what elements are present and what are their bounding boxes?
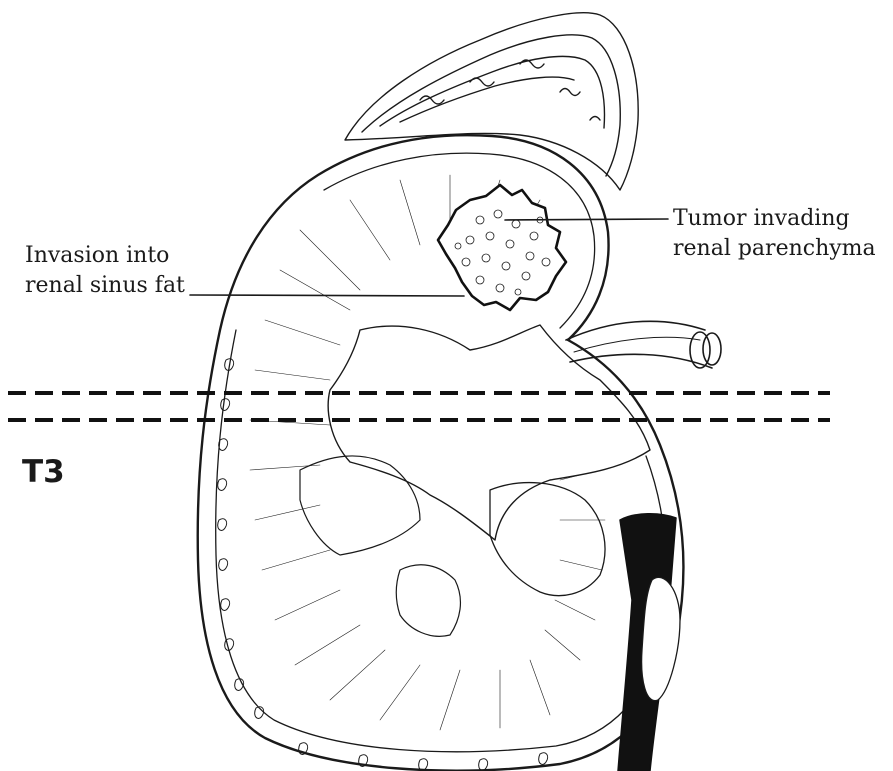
tumor-label-line1: Tumor invading [673, 204, 876, 234]
lymph-node [642, 577, 680, 700]
tumor-label-line2: renal parenchyma [673, 234, 876, 264]
invasion-label-line1: Invasion into [25, 241, 185, 271]
tumor-invasion-label: Tumor invading renal parenchyma [673, 204, 876, 264]
sinus-fat-invasion-label: Invasion into renal sinus fat [25, 241, 185, 301]
stage-label: T3 [22, 454, 65, 490]
invasion-leader-line [190, 295, 464, 296]
invasion-label-line2: renal sinus fat [25, 271, 185, 301]
tumor-leader-line [505, 219, 668, 220]
